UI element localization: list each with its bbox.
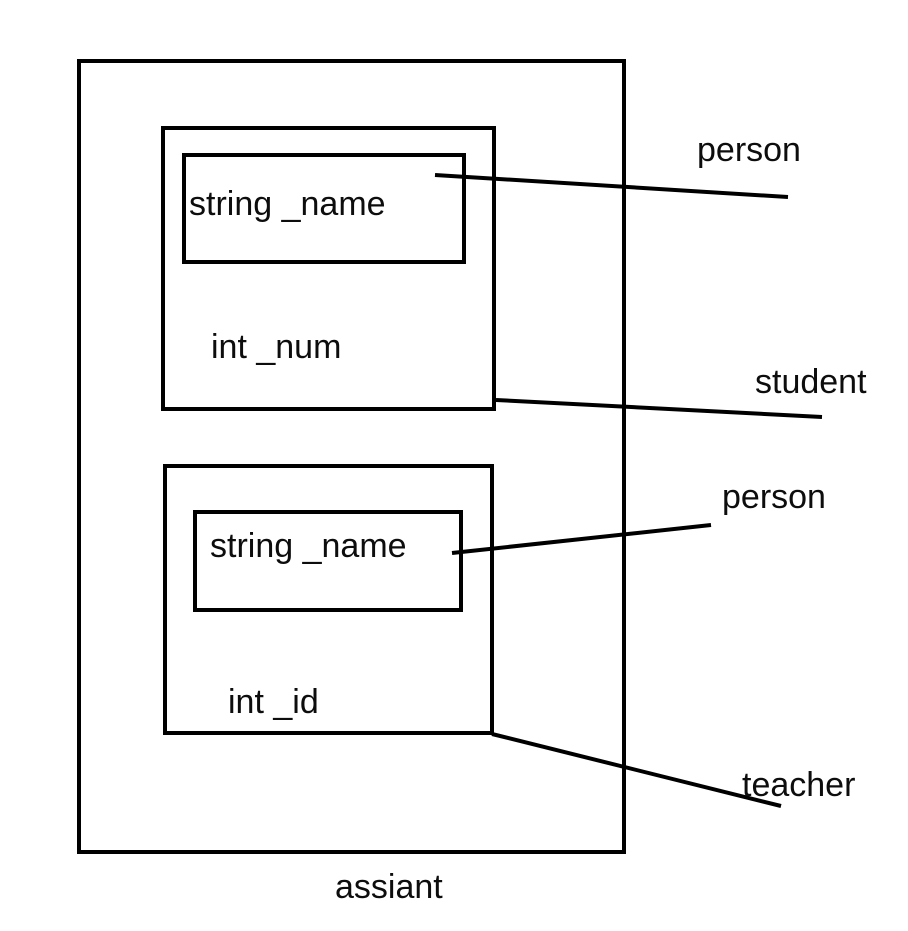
student-person-member-box[interactable] [182, 153, 466, 264]
person-lower-leader-line [451, 523, 712, 555]
student-num-field-label: int _num [211, 328, 341, 366]
annotation-person-upper: person [697, 131, 801, 169]
annotation-student: student [755, 363, 867, 401]
student-person-field-label: string _name [189, 185, 386, 223]
annotation-person-lower: person [722, 478, 826, 516]
teacher-person-member-box[interactable] [193, 510, 463, 612]
teacher-person-field-label: string _name [210, 527, 407, 565]
outer-container-label: assiant [335, 868, 443, 906]
student-leader-line [495, 398, 823, 419]
teacher-id-field-label: int _id [228, 683, 319, 721]
person-upper-leader-line [434, 173, 789, 199]
annotation-teacher: teacher [742, 766, 855, 804]
teacher-leader-line [491, 732, 782, 808]
